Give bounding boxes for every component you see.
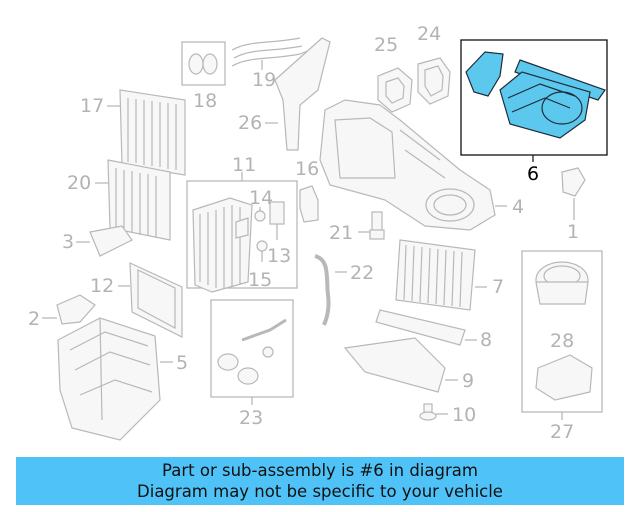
part-6-blower-housing[interactable] [460, 39, 608, 162]
label-15: 15 [248, 269, 272, 291]
part-1-actuator[interactable] [561, 167, 586, 220]
label-9: 9 [462, 370, 474, 392]
label-2: 2 [28, 308, 40, 330]
label-6: 6 [527, 163, 539, 185]
label-12: 12 [90, 275, 114, 297]
info-banner: Part or sub-assembly is #6 in diagram Di… [16, 457, 624, 505]
part-4-main-housing[interactable] [319, 99, 507, 231]
label-16: 16 [295, 158, 319, 180]
label-20: 20 [67, 172, 91, 194]
part-24-gasket[interactable] [417, 57, 451, 105]
part-8-seal-strip[interactable] [375, 309, 477, 346]
banner-line-disclaimer: Diagram may not be specific to your vehi… [137, 482, 503, 501]
part-14-seal[interactable] [254, 207, 266, 222]
label-19: 19 [252, 69, 276, 91]
label-1: 1 [567, 221, 579, 243]
label-14: 14 [249, 187, 273, 209]
parts-diagram: 17 18 19 25 24 26 20 11 16 14 13 15 3 21… [28, 23, 608, 443]
part-2-actuator[interactable] [42, 294, 96, 325]
part-22-drain-hose[interactable] [314, 254, 347, 326]
part-25-gasket[interactable] [377, 67, 413, 113]
label-3: 3 [62, 231, 74, 253]
part-10-screw[interactable] [419, 403, 448, 421]
label-21: 21 [329, 222, 353, 244]
part-12-filter[interactable] [118, 262, 183, 338]
label-22: 22 [350, 262, 374, 284]
part-15-oring[interactable] [256, 240, 268, 262]
part-27-blower-kit[interactable] [521, 250, 603, 420]
label-25: 25 [374, 34, 398, 56]
label-27: 27 [550, 421, 574, 443]
part-26-bracket[interactable] [265, 37, 331, 151]
label-24: 24 [417, 23, 441, 45]
label-23: 23 [239, 407, 263, 429]
label-17: 17 [80, 95, 104, 117]
part-7-cabin-filter[interactable] [395, 239, 487, 311]
part-11-evaporator-kit[interactable] [186, 172, 298, 293]
label-4: 4 [512, 196, 524, 218]
label-5: 5 [176, 352, 188, 374]
part-19-heater-pipes[interactable] [231, 37, 311, 70]
banner-line-part: Part or sub-assembly is #6 in diagram [162, 461, 478, 480]
label-7: 7 [492, 276, 504, 298]
label-10: 10 [452, 404, 476, 426]
part-23-seal-kit[interactable] [210, 299, 294, 405]
label-13: 13 [267, 245, 291, 267]
part-20-evaporator[interactable] [95, 159, 171, 241]
part-13-expansion-valve[interactable] [269, 201, 285, 240]
label-18: 18 [193, 90, 217, 112]
part-16-clip[interactable] [299, 185, 319, 223]
part-5-lower-housing[interactable] [57, 317, 173, 441]
label-26: 26 [238, 112, 262, 134]
label-8: 8 [480, 329, 492, 351]
part-18-grommet[interactable] [181, 41, 226, 86]
part-3-actuator[interactable] [76, 225, 133, 257]
part-17-heater-core[interactable] [107, 89, 186, 176]
label-11: 11 [232, 154, 256, 176]
label-28: 28 [550, 330, 574, 352]
part-9-cover[interactable] [343, 337, 458, 393]
callout-labels: 17 18 19 25 24 26 20 11 16 14 13 15 3 21… [28, 23, 579, 443]
part-21-drain-plug[interactable] [358, 211, 385, 240]
